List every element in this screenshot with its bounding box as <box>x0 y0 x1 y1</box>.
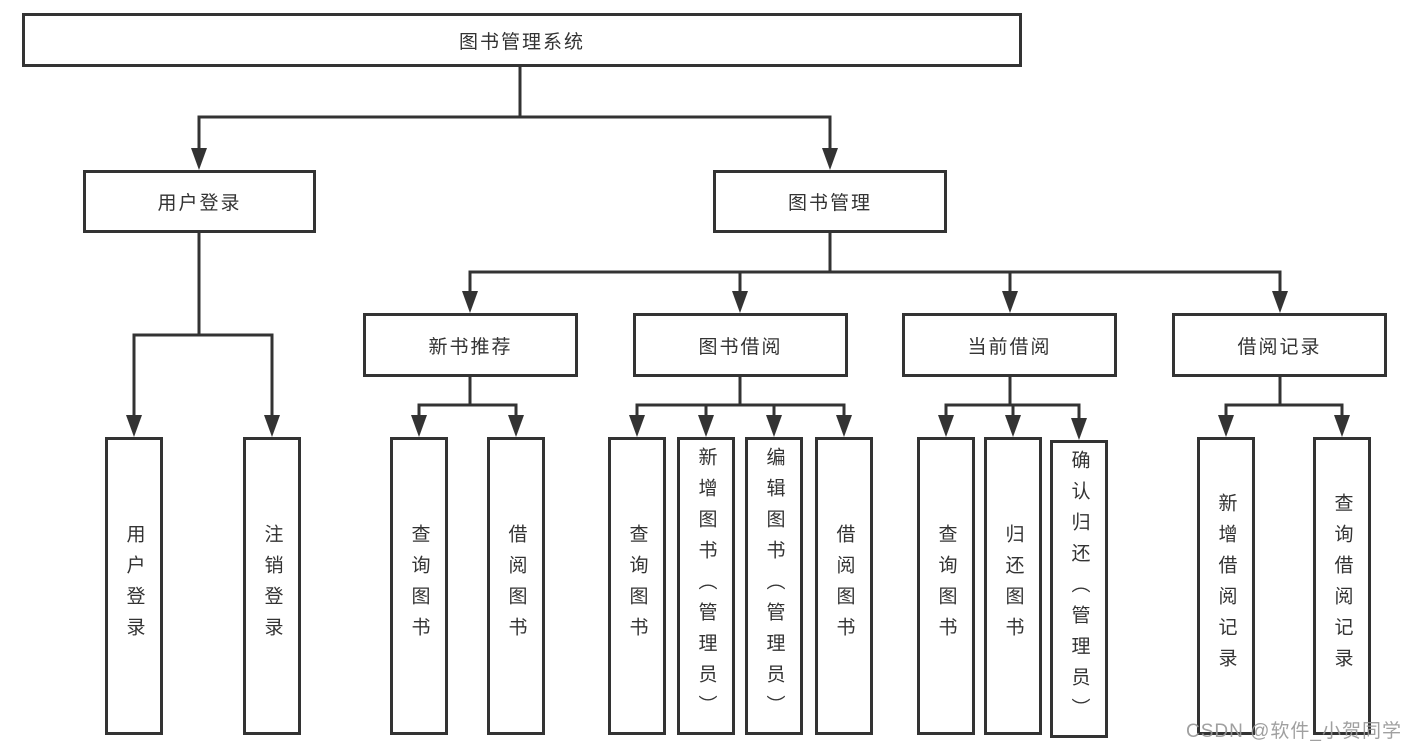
leaf-records-add-record: 新增借阅记录 <box>1197 437 1255 735</box>
node-user-login-label: 用户登录 <box>157 193 242 214</box>
node-book-borrow: 图书借阅 <box>633 313 848 377</box>
leaf-current-query-books: 查询图书 <box>917 437 975 735</box>
leaf-newbook-query-books-label: 查询图书 <box>408 524 430 648</box>
leaf-newbook-borrow-books-label: 借阅图书 <box>505 524 527 648</box>
node-current-borrow: 当前借阅 <box>902 313 1117 377</box>
node-current-borrow-label: 当前借阅 <box>967 336 1052 358</box>
csdn-watermark: CSDN @软件_小贺同学 <box>1186 721 1402 742</box>
node-new-book-recommend: 新书推荐 <box>363 313 578 377</box>
node-root-label: 图书管理系统 <box>458 31 585 53</box>
node-borrow-records: 借阅记录 <box>1172 313 1387 377</box>
leaf-current-return-books: 归还图书 <box>984 437 1042 735</box>
leaf-newbook-query-books: 查询图书 <box>390 437 448 735</box>
leaf-borrow-add-books-admin-label: 新增图书（管理员） <box>695 446 717 726</box>
leaf-logout-label: 注销登录 <box>261 524 283 648</box>
leaf-current-return-books-label: 归还图书 <box>1002 524 1024 648</box>
leaf-current-confirm-return-admin: 确认归还（管理员） <box>1050 440 1108 738</box>
leaf-borrow-borrow-books-label: 借阅图书 <box>833 524 855 648</box>
node-root-system: 图书管理系统 <box>22 13 1022 67</box>
leaf-borrow-edit-books-admin-label: 编辑图书（管理员） <box>763 446 785 726</box>
leaf-user-login-label: 用户登录 <box>123 524 145 648</box>
leaf-current-query-books-label: 查询图书 <box>935 524 957 648</box>
node-book-borrow-label: 图书借阅 <box>698 336 783 358</box>
leaf-records-add-record-label: 新增借阅记录 <box>1215 493 1237 679</box>
leaf-borrow-borrow-books: 借阅图书 <box>815 437 873 735</box>
node-new-book-recommend-label: 新书推荐 <box>428 336 513 358</box>
node-book-management: 图书管理 <box>713 170 947 233</box>
leaf-current-confirm-return-admin-label: 确认归还（管理员） <box>1068 449 1090 729</box>
leaf-user-login: 用户登录 <box>105 437 163 735</box>
leaf-borrow-add-books-admin: 新增图书（管理员） <box>677 437 735 735</box>
leaf-records-query-record: 查询借阅记录 <box>1313 437 1371 735</box>
node-user-login: 用户登录 <box>83 170 316 233</box>
leaf-records-query-record-label: 查询借阅记录 <box>1331 493 1353 679</box>
leaf-newbook-borrow-books: 借阅图书 <box>487 437 545 735</box>
leaf-borrow-edit-books-admin: 编辑图书（管理员） <box>745 437 803 735</box>
leaf-logout: 注销登录 <box>243 437 301 735</box>
leaf-borrow-query-books-label: 查询图书 <box>626 524 648 648</box>
leaf-borrow-query-books: 查询图书 <box>608 437 666 735</box>
node-book-management-label: 图书管理 <box>787 193 872 214</box>
node-borrow-records-label: 借阅记录 <box>1237 336 1322 358</box>
